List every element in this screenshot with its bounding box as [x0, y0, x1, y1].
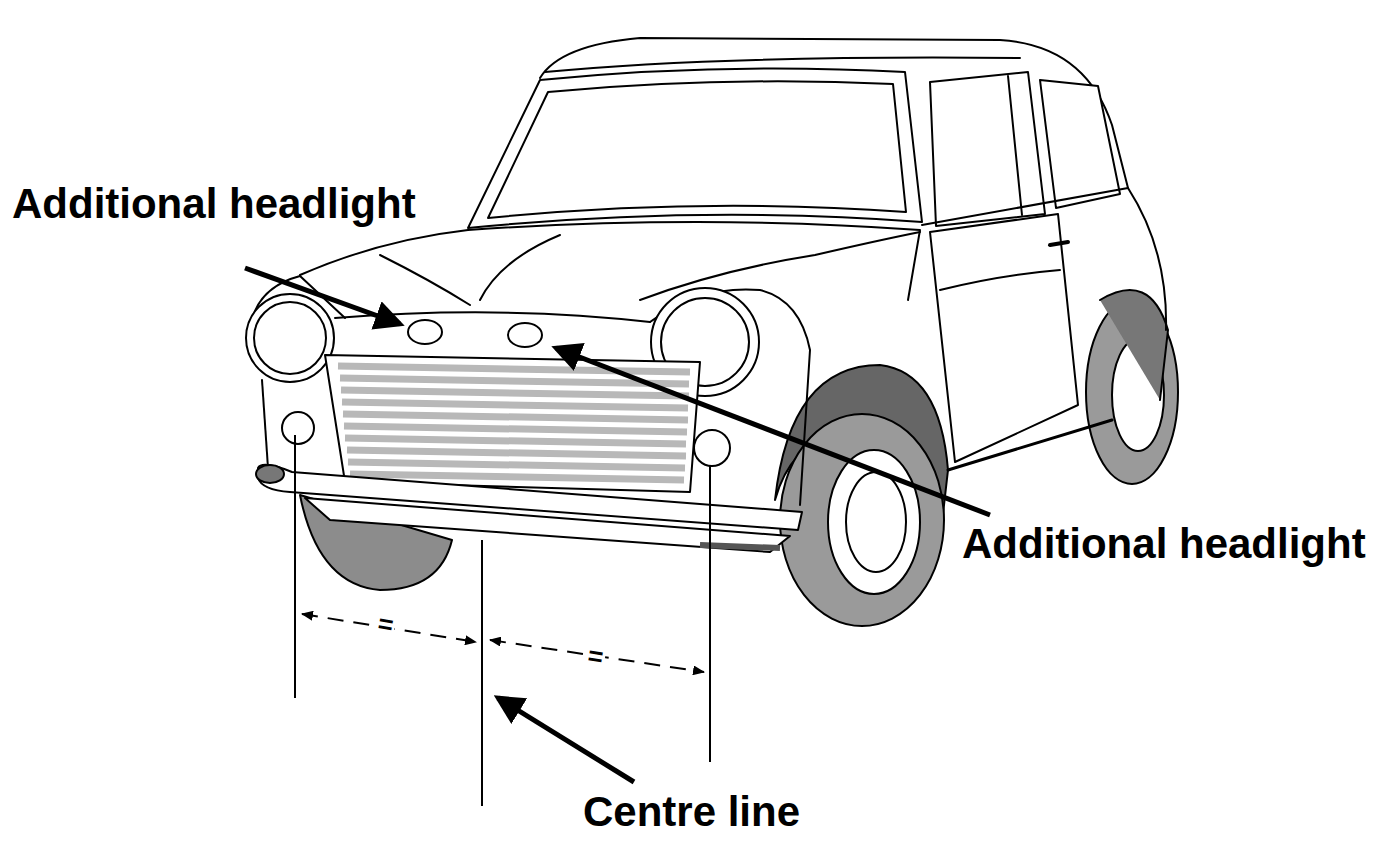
headlight: [246, 294, 334, 382]
door: [930, 214, 1078, 462]
body-line: [940, 270, 1060, 290]
wheel-hub: [846, 472, 906, 572]
equal-mark: =: [374, 609, 398, 642]
side-light: [694, 430, 730, 466]
sill: [948, 420, 1112, 470]
valance: [700, 545, 780, 548]
reference-line: [709, 465, 711, 762]
leader-arrow: [245, 268, 400, 324]
door-handle: [1050, 242, 1068, 245]
reference-line: [294, 435, 296, 698]
front-panel: [262, 380, 268, 468]
side-window: [930, 72, 1045, 226]
additional-headlight: [508, 323, 542, 347]
wheel-arch: [1100, 290, 1168, 400]
callout-label: Additional headlight: [12, 180, 416, 228]
bonnet-seam: [640, 232, 920, 300]
side-light: [282, 412, 314, 444]
callout-label: Additional headlight: [962, 520, 1366, 568]
side-window: [1040, 80, 1120, 208]
equal-mark: =: [584, 641, 608, 674]
grille-bars: [338, 366, 690, 480]
leader-arrow: [498, 698, 634, 782]
body-line: [922, 188, 1166, 330]
valance: [305, 498, 790, 552]
bonnet-crease: [480, 235, 560, 300]
windscreen: [488, 81, 906, 218]
leader-arrow: [556, 348, 990, 515]
bonnet-seam: [380, 255, 470, 305]
window-pillar: [1008, 76, 1022, 215]
bumper-end: [256, 465, 284, 483]
grille: [325, 355, 700, 492]
callout-label: Centre line: [583, 788, 800, 836]
centre-line: [481, 540, 483, 806]
headlight: [254, 302, 326, 374]
additional-headlight: [408, 320, 442, 344]
windscreen: [468, 68, 922, 228]
